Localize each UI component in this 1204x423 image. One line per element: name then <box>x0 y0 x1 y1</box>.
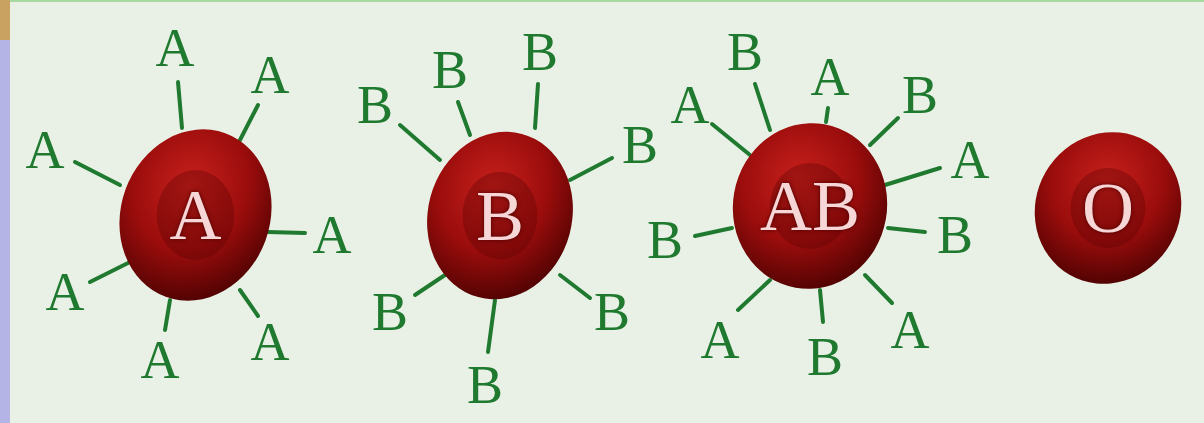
antigen-label: A <box>141 333 180 387</box>
antigen-label: B <box>372 285 408 339</box>
blood-cell: O <box>1033 128 1183 288</box>
blood-cell: AB <box>730 120 890 292</box>
antigen-label: B <box>807 330 843 384</box>
antigen-label: A <box>251 315 290 369</box>
antigen-label: A <box>156 21 195 75</box>
blood-type-letter: AB <box>760 170 860 242</box>
antigen-label: B <box>622 118 658 172</box>
blood-type-letter: A <box>170 179 222 251</box>
antigen-label: A <box>251 48 290 102</box>
antigen-label: B <box>937 208 973 262</box>
blood-cell: B <box>425 128 575 303</box>
antigen-label: B <box>594 285 630 339</box>
antigen-label: A <box>46 265 85 319</box>
blood-cell: A <box>118 125 273 305</box>
blood-type-letter: B <box>476 180 524 252</box>
antigen-label: A <box>891 303 930 357</box>
antigen-label: A <box>671 78 710 132</box>
antigen-label: A <box>811 50 850 104</box>
antigen-label: B <box>902 68 938 122</box>
antigen-label: A <box>26 123 65 177</box>
antigen-label: A <box>701 313 740 367</box>
antigen-label: B <box>357 78 393 132</box>
antigen-label: B <box>522 25 558 79</box>
antigen-label: A <box>313 208 352 262</box>
antigen-label: B <box>467 358 503 412</box>
antigen-label: B <box>647 213 683 267</box>
antigen-label: B <box>727 25 763 79</box>
antigen-label: B <box>432 43 468 97</box>
blood-type-letter: O <box>1082 172 1134 244</box>
antigen-label: A <box>951 133 990 187</box>
